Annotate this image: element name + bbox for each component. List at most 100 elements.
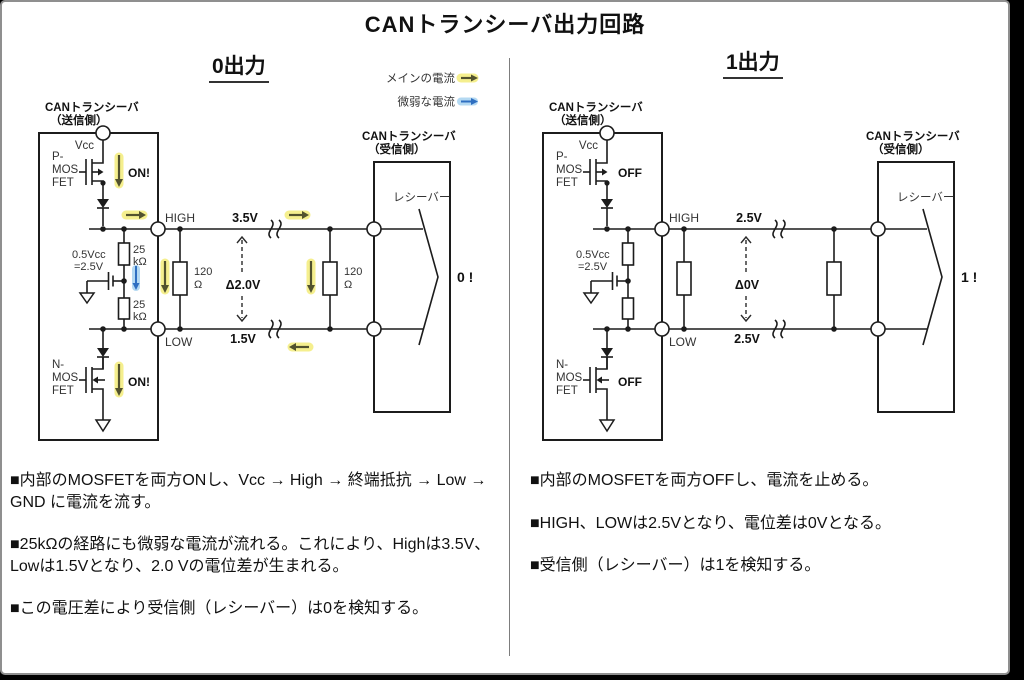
left-nmos-state: ON! [128,375,150,389]
right-low-voltage: 2.5V [734,332,760,346]
ground-symbol [582,292,600,305]
left-lower-25k-value: 25 [133,299,145,311]
left-receiver-box [373,161,451,413]
left-sender-title-line2: （送信側） [50,113,108,127]
note-paragraph: ■25kΩの経路にも微弱な電流が流れる。これにより、Highは3.5V、Lowは… [10,536,491,575]
right-receiver-box [877,161,955,413]
left-high-port [150,221,166,237]
right-high-port [654,221,670,237]
left-upper-diode [97,199,109,226]
left-nmos-label-line1: N- [52,359,64,371]
right-delta-voltage: Δ0V [735,278,760,292]
left-heading: 0出力 [209,50,269,83]
ground-symbol [598,419,616,433]
right-sender-title-line1: CANトランシーバ [549,101,643,114]
left-circuit: CANトランシーバ （送信側） [38,101,473,441]
left-high-current-arrow-icon [121,210,148,220]
right-low-port [654,321,670,337]
break-mark [276,219,282,239]
left-receiver-termination-arrow-icon [306,258,316,295]
right-upper-diode [601,199,613,226]
left-upper-25k-resistor [117,242,131,266]
left-bias-network [78,229,131,329]
left-junction-dots [100,226,333,332]
left-high-voltage: 3.5V [232,211,258,225]
right-receiver-title-line1: CANトランシーバ [866,130,960,143]
left-nmos-label-line2: MOS [52,372,79,384]
left-weak-current-arrow-icon [132,265,140,291]
right-ref-label-line2: =2.5V [578,261,608,273]
right-nmos-label-line1: N- [556,359,568,371]
note-paragraph: ■内部のMOSFETを両方ONし、Vcc → High → 終端抵抗 → Low… [10,472,487,511]
legend-weak-current-label: 微弱な電流 [398,95,456,109]
break-mark [268,319,274,339]
right-vcc-label: Vcc [579,140,598,152]
left-receiver-title-line2: （受信側） [368,142,426,156]
left-pmos-label-line2: MOS [52,164,79,176]
right-bus [593,219,927,339]
right-notes: ■内部のMOSFETを両方OFFし、電流を止める。 ■HIGH、LOWは2.5V… [530,470,1008,598]
right-pmos-label-line3: FET [556,177,578,189]
left-sender-title-line1: CANトランシーバ [45,101,139,114]
break-mark [772,219,778,239]
right-sender-termination [676,229,692,329]
right-pmos-label-line1: P- [556,151,568,163]
right-receiver-title-line2: （受信側） [872,142,930,156]
right-receiver-output: 1 ! [961,269,977,285]
left-lower-25k-unit: kΩ [133,311,147,323]
break-mark [780,319,786,339]
note-paragraph: ■受信側（レシーバー）は1を検知する。 [530,557,821,574]
left-low-voltage: 1.5V [230,332,256,346]
slide-page: CANトランシーバ出力回路 0出力 1出力 メインの電流 微弱な電流 CANトラ… [0,0,1010,675]
left-sender-termination-arrow-icon [160,258,170,295]
right-vcc-port [599,125,615,141]
left-pmos-state: ON! [128,166,150,180]
left-receiver-120-unit: Ω [344,279,352,291]
legend: メインの電流 微弱な電流 [386,71,479,109]
left-pmos-current-arrow-icon [114,152,124,189]
right-sender-120-resistor [676,261,692,296]
break-mark [268,219,274,239]
left-receiver-120-resistor [322,261,338,296]
right-upper-25k-resistor [621,242,635,266]
left-upper-25k-value: 25 [133,244,145,256]
right-receiver-termination [826,229,842,329]
right-pmos-label-line2: MOS [556,164,583,176]
left-notes: ■内部のMOSFETを両方ONし、Vcc → High → 終端抵抗 → Low… [10,470,510,641]
right-junction-dots [604,226,837,332]
left-low-port [150,321,166,337]
left-high-bus-arrow-icon [284,210,311,220]
right-pmos-state: OFF [618,166,642,180]
left-receiver-120-value: 120 [344,266,362,278]
main-current-arrow-icon [456,73,479,83]
left-sender-120-unit: Ω [194,279,202,291]
right-lower-25k-resistor [621,297,635,320]
left-receiver-high-port [366,221,382,237]
ground-symbol [94,419,112,433]
page-title: CANトランシーバ出力回路 [364,12,646,37]
left-receiver-title-line1: CANトランシーバ [362,130,456,143]
right-nmos-label-line2: MOS [556,372,583,384]
left-ref-label-line1: 0.5Vcc [72,249,106,261]
right-receiver-amp-label: レシーバー [897,191,954,204]
right-high-label: HIGH [669,211,699,225]
left-receiver-low-port [366,321,382,337]
break-mark [780,219,786,239]
right-receiver-high-port [870,221,886,237]
right-nmos-label-line3: FET [556,385,578,397]
right-low-label: LOW [669,335,697,349]
left-nmos-current-arrow-icon [114,361,124,398]
left-sender-120-value: 120 [194,266,212,278]
left-vcc-port [95,125,111,141]
right-pmos-symbol [583,140,610,199]
break-mark [276,319,282,339]
left-low-label: LOW [165,335,193,349]
ground-symbol [78,292,96,305]
right-sender-title-line2: （送信側） [554,113,612,127]
left-nmos-symbol [79,357,112,433]
right-receiver-amp-symbol [922,208,943,346]
right-high-voltage: 2.5V [736,211,762,225]
note-paragraph: ■内部のMOSFETを両方OFFし、電流を止める。 [530,472,879,489]
right-receiver-120-resistor [826,261,842,296]
left-pmos-label-line3: FET [52,177,74,189]
